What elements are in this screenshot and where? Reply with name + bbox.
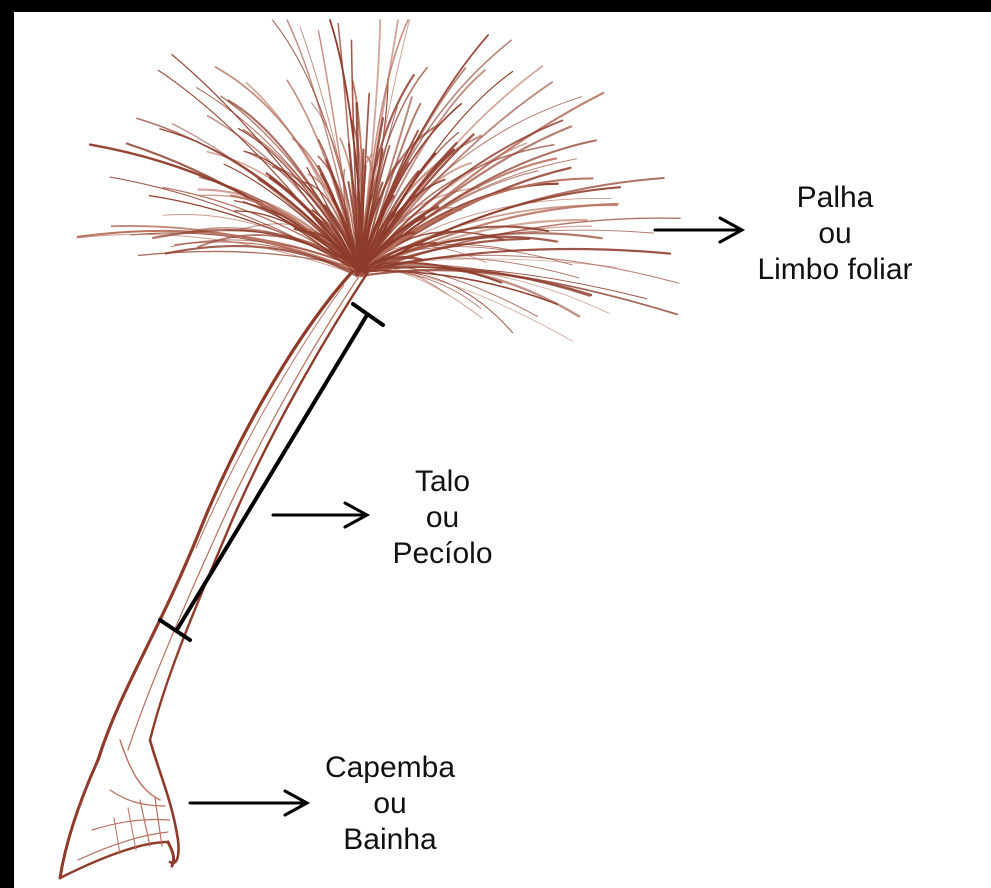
label-capemba-line2: ou (300, 786, 480, 822)
label-talo-line3: Pecíolo (370, 536, 515, 572)
leaflet (362, 266, 579, 316)
leaf-blade-leaflets (77, 20, 680, 341)
label-capemba-line1: Capemba (300, 750, 480, 786)
leaflet (358, 269, 482, 318)
label-palha-line1: Palha (730, 180, 940, 216)
label-capemba-line3: Bainha (300, 822, 480, 858)
label-capemba: Capemba ou Bainha (300, 750, 480, 858)
label-palha-line3: Limbo foliar (730, 252, 940, 288)
label-palha-line2: ou (730, 216, 940, 252)
dimension-bracket-icon (160, 304, 383, 640)
label-talo-line1: Talo (370, 464, 515, 500)
arrow-right-icon (273, 503, 367, 527)
arrow-right-icon (190, 791, 307, 815)
label-palha: Palha ou Limbo foliar (730, 180, 940, 288)
arrow-right-icon (655, 218, 742, 242)
label-talo-line2: ou (370, 500, 515, 536)
label-talo: Talo ou Pecíolo (370, 464, 515, 572)
sheath-capemba (60, 740, 179, 878)
